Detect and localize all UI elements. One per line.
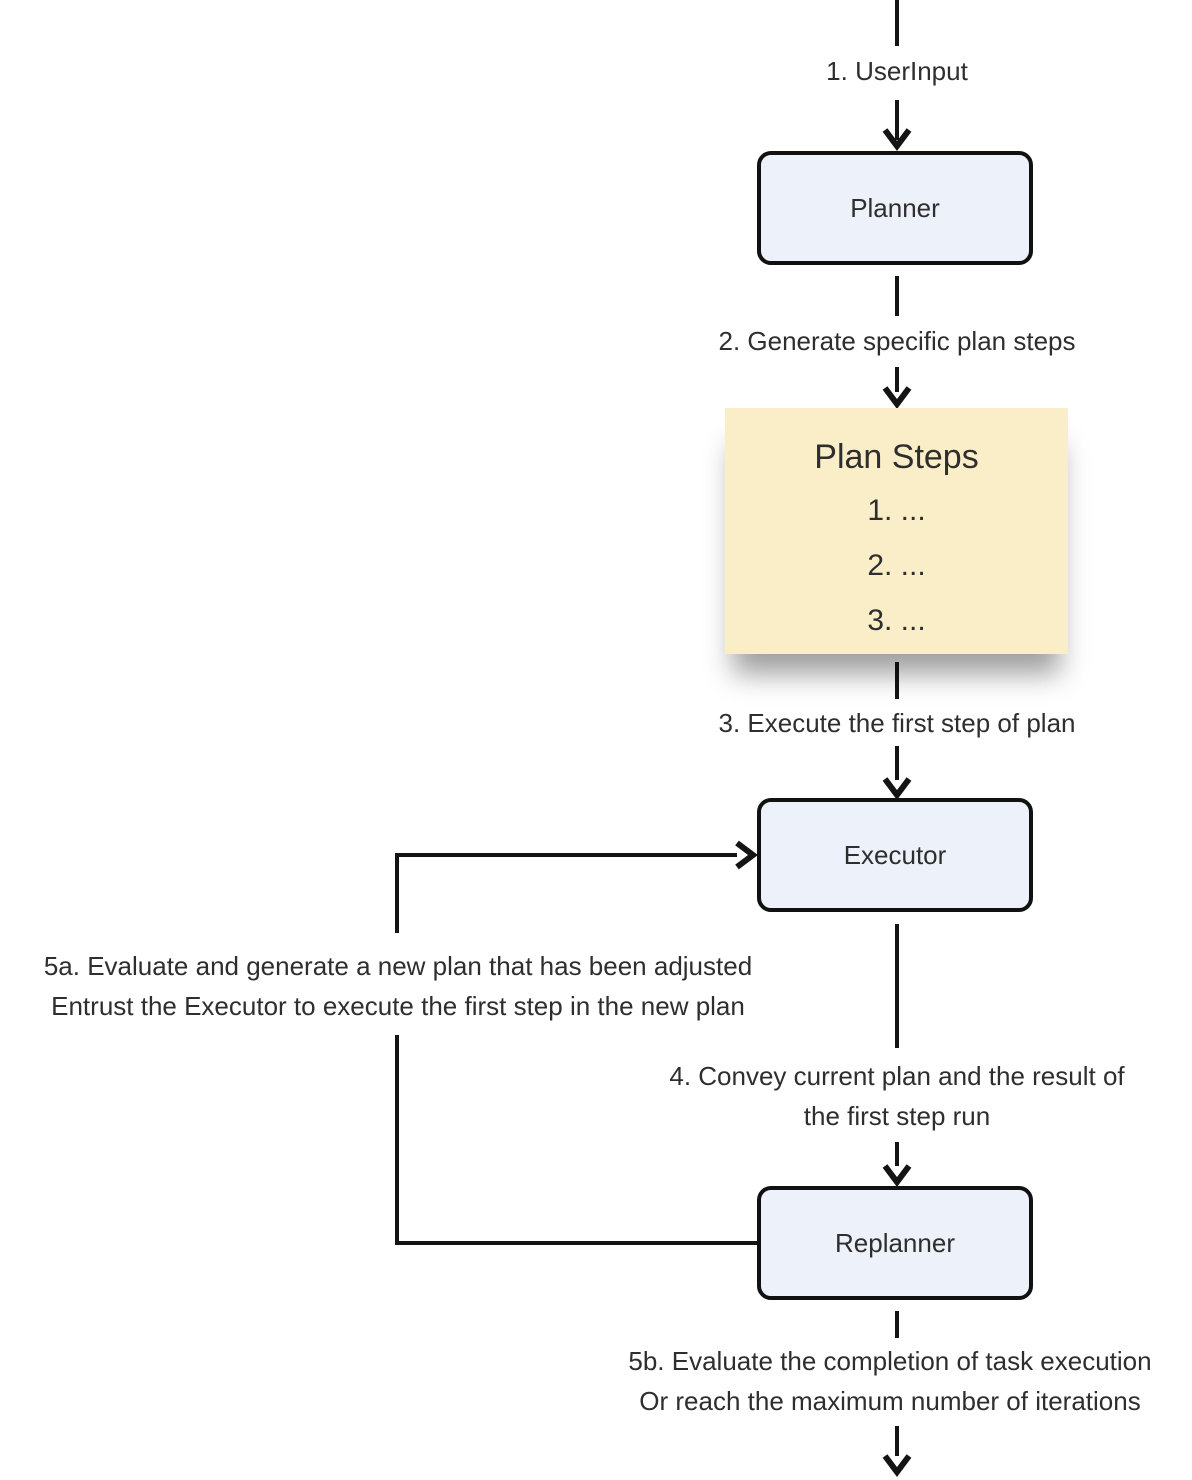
edge-loop-upper-line: [395, 853, 737, 933]
arrowhead-into-plansteps-icon: [882, 386, 912, 409]
planner-label: Planner: [850, 192, 940, 223]
edge-loop-lower-line: [395, 1035, 757, 1245]
plan-steps-title: Plan Steps: [814, 438, 979, 476]
edge-label-step3: 3. Execute the first step of plan: [718, 708, 1076, 738]
replanner-node: Replanner: [757, 1186, 1033, 1300]
arrowhead-output-icon: [882, 1454, 912, 1477]
planner-node: Planner: [757, 151, 1033, 265]
arrowhead-loop-into-executor-icon: [735, 840, 758, 870]
replanner-label: Replanner: [835, 1227, 955, 1258]
edge-label-step4-line1: 4. Convey current plan and the result of: [669, 1061, 1125, 1091]
executor-node: Executor: [757, 798, 1033, 912]
plan-steps-node: Plan Steps 1. ... 2. ... 3. ...: [725, 408, 1068, 654]
edge-label-step2: 2. Generate specific plan steps: [718, 326, 1076, 356]
arrowhead-into-executor-icon: [882, 777, 912, 800]
edge-label-step1: 1. UserInput: [826, 56, 968, 86]
arrowhead-into-planner-icon: [882, 128, 912, 151]
edge-label-step5b-line1: 5b. Evaluate the completion of task exec…: [628, 1346, 1152, 1376]
edge-label-step4: 4. Convey current plan and the result of…: [669, 1056, 1124, 1136]
executor-label: Executor: [843, 839, 947, 870]
edge-label-step5b-line2: Or reach the maximum number of iteration…: [639, 1386, 1141, 1416]
plan-step-item: 2. ...: [867, 549, 926, 582]
plan-step-item: 3. ...: [867, 604, 926, 637]
edge-label-step5a-line1: 5a. Evaluate and generate a new plan tha…: [43, 951, 753, 981]
edge-label-step5a-line2: Entrust the Executor to execute the firs…: [51, 991, 745, 1021]
arrowhead-into-replanner-icon: [882, 1164, 912, 1187]
edge-label-step5b: 5b. Evaluate the completion of task exec…: [628, 1341, 1151, 1421]
edge-label-step4-line2: the first step run: [803, 1101, 991, 1131]
plan-step-item: 1. ...: [867, 494, 926, 527]
edge-label-step5a: 5a. Evaluate and generate a new plan tha…: [44, 946, 752, 1026]
